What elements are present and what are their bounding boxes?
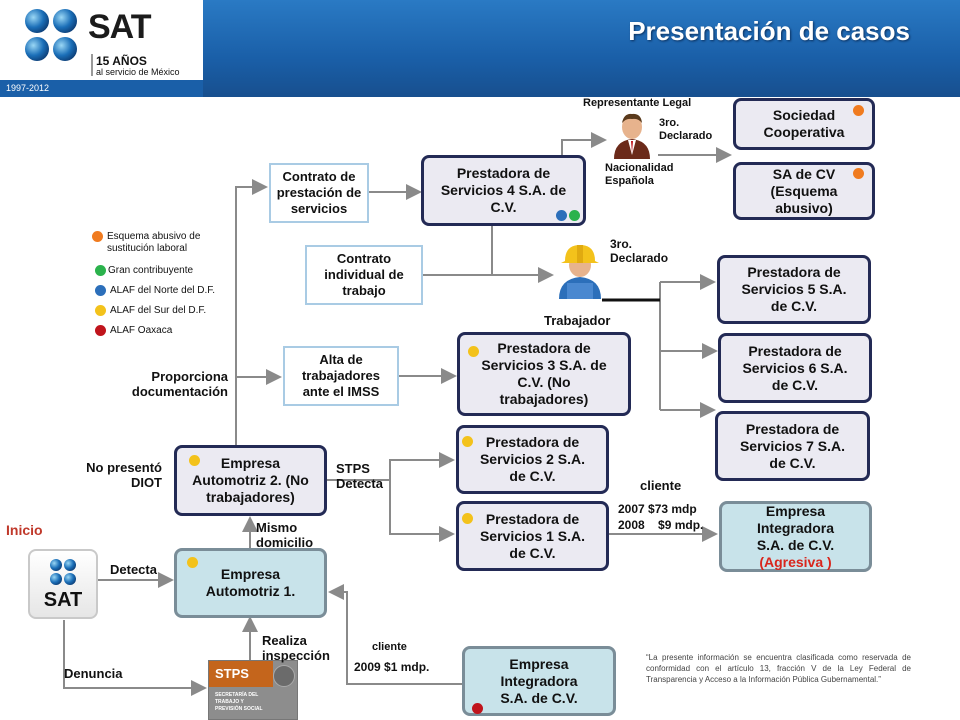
dot-yellow xyxy=(462,436,473,447)
label-realiza-inspeccion: Realiza inspección xyxy=(262,633,342,663)
legend-dot-green xyxy=(95,265,106,276)
sat-node: SAT xyxy=(28,549,98,619)
box-label: Prestadora de Servicios 1 S.A. de C.V. xyxy=(473,511,592,562)
arrow-prestadora4-representante xyxy=(562,140,605,155)
label-cliente-2: cliente xyxy=(372,640,407,655)
dot-yellow xyxy=(187,557,198,568)
label-proporciona: Proporciona documentación xyxy=(118,369,228,399)
box-label: Sociedad Cooperativa xyxy=(750,107,858,141)
box-label: Prestadora de Servicios 6 S.A. de C.V. xyxy=(733,343,857,394)
legend-dot-blue xyxy=(95,285,106,296)
box-label: Contrato de prestación de servicios xyxy=(271,169,367,217)
stps-node: STPS SECRETARÍA DEL TRABAJO Y PREVISIÓN … xyxy=(208,660,298,720)
legend-dot-orange xyxy=(92,231,103,242)
label-mismo-domicilio: Mismo domicilio xyxy=(256,520,326,550)
label-representante: Representante Legal xyxy=(583,96,691,111)
box-label: Prestadora de Servicios 7 S.A. de C.V. xyxy=(730,421,855,472)
mexico-seal-icon xyxy=(273,665,295,687)
box-prestadora-3: Prestadora de Servicios 3 S.A. de C.V. (… xyxy=(457,332,631,416)
box-label: Empresa Automotriz 1. xyxy=(195,566,306,600)
label-trabajador: Trabajador xyxy=(544,313,610,328)
box-contrato-individual: Contrato individual de trabajo xyxy=(305,245,423,305)
box-prestadora-5: Prestadora de Servicios 5 S.A. de C.V. xyxy=(717,255,871,324)
dot-red xyxy=(472,703,483,714)
sat-node-label: SAT xyxy=(30,589,96,612)
label-detecta: Detecta xyxy=(110,562,157,577)
box-integradora-bottom: Empresa Integradora S.A. de C.V. xyxy=(462,646,616,716)
box-label: Empresa Integradora S.A. de C.V. xyxy=(742,503,849,554)
box-label: Empresa Integradora S.A. de C.V. xyxy=(487,656,591,707)
box-label: SA de CV (Esquema abusivo) xyxy=(750,166,858,217)
businessman-icon xyxy=(612,111,652,159)
box-prestadora-1: Prestadora de Servicios 1 S.A. de C.V. xyxy=(456,501,609,571)
dot-yellow xyxy=(468,346,479,357)
dot-yellow xyxy=(462,513,473,524)
label-mdp-2009: 2009 $1 mdp. xyxy=(354,660,429,675)
box-label: Contrato individual de trabajo xyxy=(313,251,415,299)
dot-yellow xyxy=(189,455,200,466)
label-mdp-2007: 2007 $73 mdp xyxy=(618,502,697,517)
legend-item: Gran contribuyente xyxy=(108,265,193,277)
legend-item: ALAF Oaxaca xyxy=(110,325,172,337)
label-mdp-2008: 2008 $9 mdp. xyxy=(618,518,703,533)
stps-node-label: STPS xyxy=(209,661,273,687)
arrow-to-prestadora2 xyxy=(390,460,453,480)
dot-blue xyxy=(556,210,567,221)
label-tercero-2: 3ro. Declarado xyxy=(610,237,670,265)
box-integradora-agresiva: Empresa Integradora S.A. de C.V. (Agresi… xyxy=(719,501,872,572)
legend-item: ALAF del Norte del D.F. xyxy=(110,285,215,297)
dot-green xyxy=(569,210,580,221)
legend-item: ALAF del Sur del D.F. xyxy=(110,305,206,317)
worker-icon xyxy=(555,243,605,299)
label-inicio: Inicio xyxy=(6,522,43,538)
box-prestadora-2: Prestadora de Servicios 2 S.A. de C.V. xyxy=(456,425,609,494)
box-alta-imss: Alta de trabajadores ante el IMSS xyxy=(283,346,399,406)
dot-orange xyxy=(853,105,864,116)
arrow-to-contrato-prestacion xyxy=(236,187,266,445)
box-label: Prestadora de Servicios 2 S.A. de C.V. xyxy=(473,434,592,485)
label-tercero-1: 3ro. Declarado xyxy=(659,117,719,143)
label-nacionalidad: Nacionalidad Española xyxy=(605,162,685,188)
label-cliente-1: cliente xyxy=(640,478,681,493)
legend-dot-red xyxy=(95,325,106,336)
box-label: Empresa Automotriz 2. (No trabajadores) xyxy=(187,455,314,506)
label-no-presento: No presentó DIOT xyxy=(60,460,162,490)
box-label: Prestadora de Servicios 4 S.A. de C.V. xyxy=(434,165,573,216)
box-label: Alta de trabajadores ante el IMSS xyxy=(289,352,393,400)
box-prestadora-6: Prestadora de Servicios 6 S.A. de C.V. xyxy=(718,333,872,403)
box-label: Prestadora de Servicios 3 S.A. de C.V. (… xyxy=(478,340,610,408)
legend-item: Esquema abusivo de sustitución laboral xyxy=(107,231,227,255)
box-label-agresiva: (Agresiva ) xyxy=(759,554,831,571)
dot-orange xyxy=(853,168,864,179)
arrow-to-prestadora1 xyxy=(390,480,453,534)
label-stps-detecta: STPS Detecta xyxy=(336,461,388,491)
box-contrato-prestacion: Contrato de prestación de servicios xyxy=(269,163,369,223)
legend-dot-yellow xyxy=(95,305,106,316)
box-label: Prestadora de Servicios 5 S.A. de C.V. xyxy=(732,264,856,315)
label-denuncia: Denuncia xyxy=(64,666,123,681)
disclaimer-text: “La presente información se encuentra cl… xyxy=(646,652,911,685)
box-prestadora-7: Prestadora de Servicios 7 S.A. de C.V. xyxy=(715,411,870,481)
stps-node-sub: SECRETARÍA DEL TRABAJO Y PREVISIÓN SOCIA… xyxy=(215,692,271,713)
